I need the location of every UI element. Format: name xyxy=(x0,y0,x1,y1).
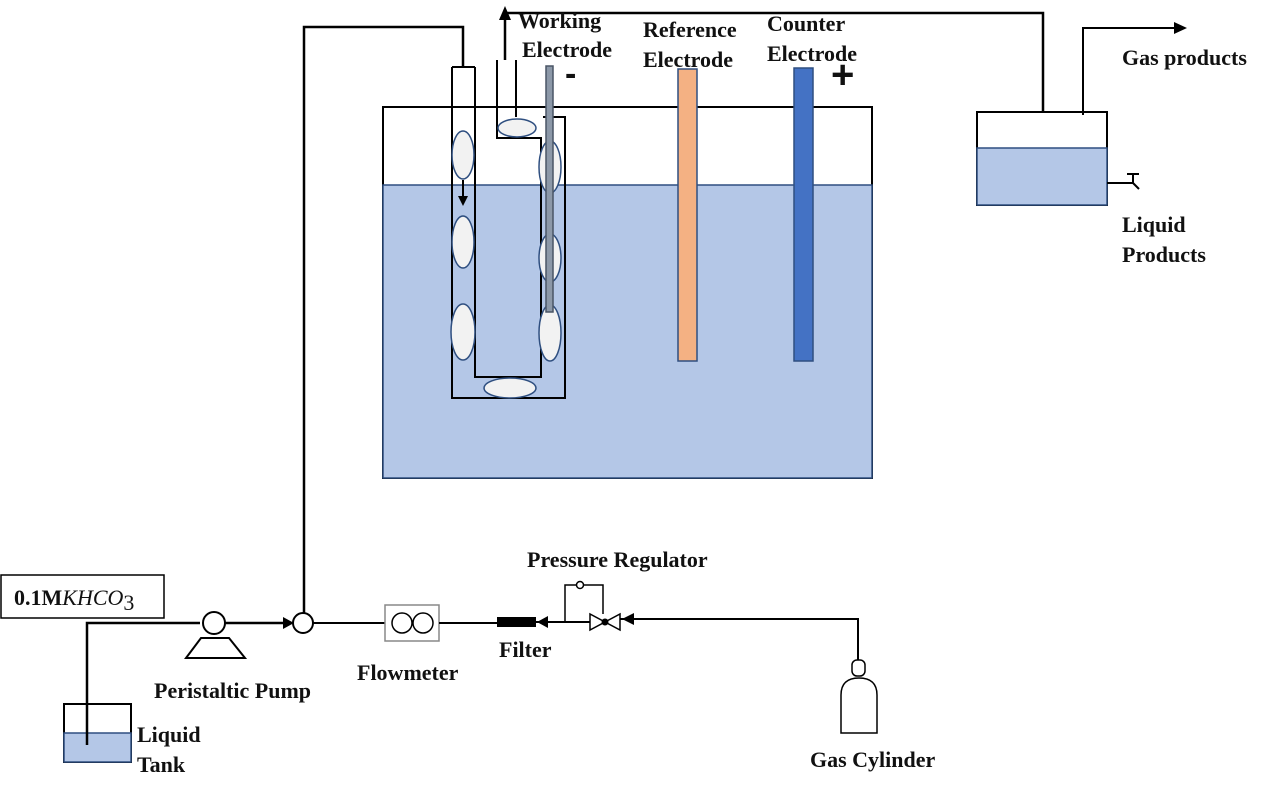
electrolyte-label-box xyxy=(0,574,165,619)
filter-flow-arrowhead xyxy=(537,616,548,628)
filter-label: Filter xyxy=(499,637,552,662)
cylinder-to-regulator-line xyxy=(620,618,859,660)
liquid-products-tap-icon xyxy=(1107,173,1140,190)
gas-products-label: Gas products xyxy=(1122,45,1247,70)
reference-electrode-label-line2: Electrode xyxy=(643,47,733,72)
electrolyte-formula: KHCO xyxy=(61,585,123,610)
peristaltic-pump-icon xyxy=(184,611,248,659)
bubble xyxy=(497,118,537,138)
liquid-products-label-line2: Products xyxy=(1122,242,1206,267)
tank-liquid xyxy=(63,732,132,763)
working-electrode-label-line1: Working xyxy=(518,8,601,33)
pump-flow-arrowhead xyxy=(283,617,294,629)
flowmeter-label: Flowmeter xyxy=(357,660,459,685)
liquid-tank-label-line2: Tank xyxy=(137,752,186,777)
separator-liquid xyxy=(976,147,1108,206)
counter-electrode xyxy=(793,67,814,362)
bubble xyxy=(538,304,562,362)
reference-electrode xyxy=(677,68,698,362)
liquid-tank xyxy=(63,703,132,763)
tank-outlet-line xyxy=(85,621,200,745)
bubble xyxy=(450,303,476,361)
reference-electrode-label-line1: Reference xyxy=(643,17,737,42)
counter-electrode-label-line1: Counter xyxy=(767,11,845,36)
flowmeter-icon xyxy=(384,604,440,642)
gas-products-arrowhead xyxy=(1174,22,1187,34)
working-electrode-label-line2: Electrode xyxy=(522,37,612,62)
regulator-flow-arrowhead xyxy=(622,613,634,625)
electrolyte-subscript: 3 xyxy=(123,590,134,615)
peristaltic-pump-label: Peristaltic Pump xyxy=(154,678,311,703)
pressure-regulator-icon xyxy=(564,580,621,632)
positive-terminal-sign: + xyxy=(831,53,854,97)
gas-bubbles xyxy=(450,118,562,399)
gas-outlet-line xyxy=(503,11,1045,147)
gas-outlet-arrowhead xyxy=(499,6,511,20)
counter-electrode-label-line2: Electrode xyxy=(767,41,857,66)
bubble xyxy=(451,130,475,180)
pressure-regulator-label: Pressure Regulator xyxy=(527,547,708,572)
liquid-products-label-line1: Liquid xyxy=(1122,212,1186,237)
liquid-tank-label-line1: Liquid xyxy=(137,722,201,747)
product-separator xyxy=(976,111,1108,206)
gas-cylinder-icon xyxy=(840,659,878,734)
electrolyte-label: 0.1MKHCO3 xyxy=(14,585,134,615)
bubble xyxy=(483,377,537,399)
negative-terminal-sign: - xyxy=(565,55,576,93)
electrolyte-feed-line xyxy=(302,25,465,613)
bubble xyxy=(451,215,475,269)
electrolyte-concentration: 0.1M xyxy=(14,585,63,610)
gas-cylinder-label: Gas Cylinder xyxy=(810,747,936,772)
working-electrode xyxy=(545,65,554,313)
mixing-junction-icon xyxy=(292,612,314,634)
filter-icon xyxy=(497,617,536,627)
gas-products-line xyxy=(1082,27,1176,115)
